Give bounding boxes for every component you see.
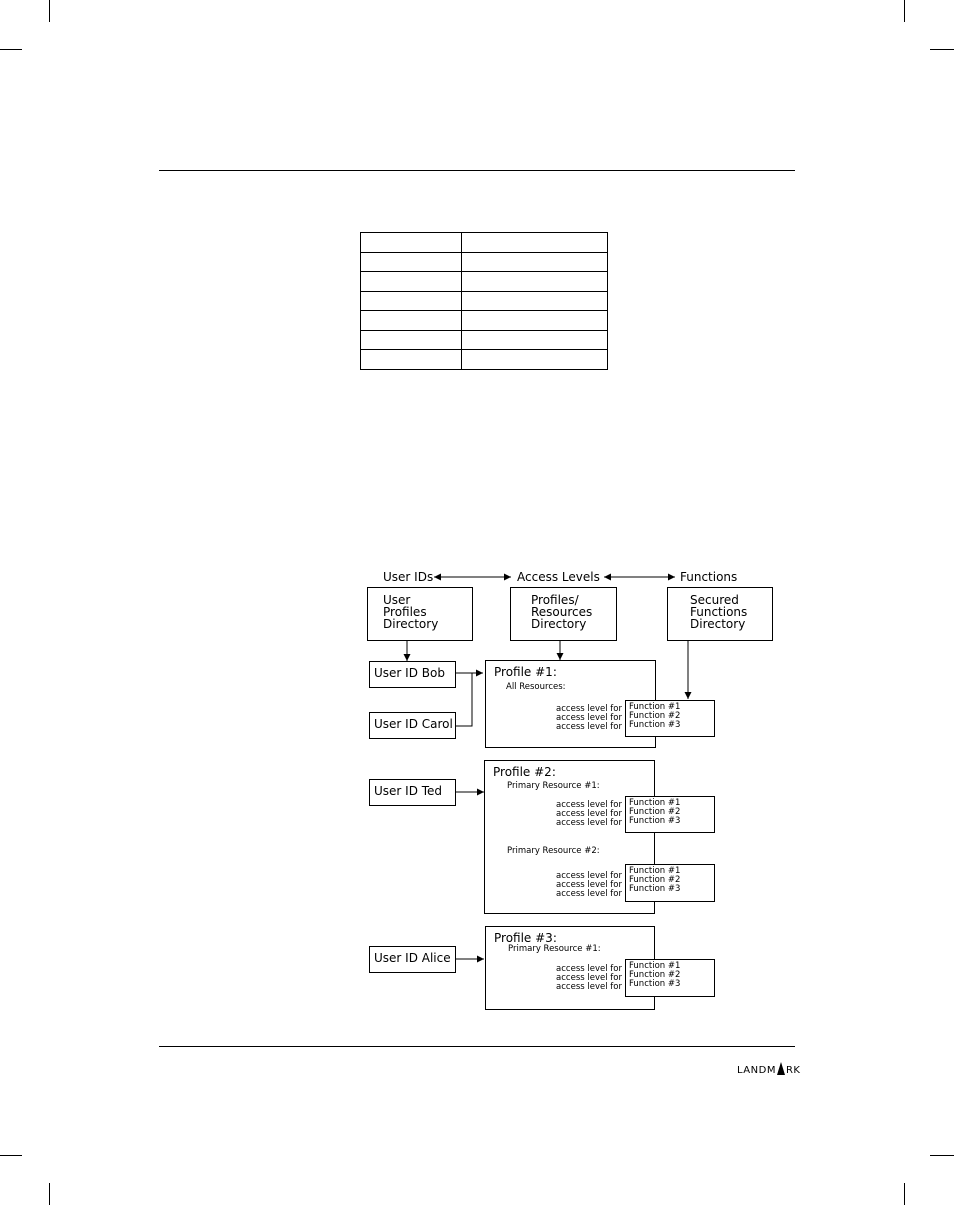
logo-text-right: RK: [785, 1065, 801, 1076]
dir-line: Resources: [531, 605, 593, 619]
header-rule: [159, 170, 795, 171]
table-row: [360, 329, 608, 350]
function-list-box: Function #1 Function #2 Function #3: [625, 864, 715, 902]
secured-functions-directory-box: Secured Functions Directory: [667, 587, 773, 641]
crop-mark: [0, 49, 22, 50]
user-profiles-directory-box: User Profiles Directory: [367, 587, 473, 641]
dir-line: Profiles: [383, 605, 427, 619]
empty-table: [360, 232, 608, 370]
dir-line: Directory: [531, 617, 587, 631]
dir-line: Functions: [690, 605, 748, 619]
label-functions: Functions: [680, 570, 738, 584]
profile-2-title: Profile #2:: [493, 765, 556, 779]
crop-mark: [930, 49, 954, 50]
user-id-ted-box: User ID Ted: [369, 779, 456, 806]
table-row: [360, 310, 608, 331]
access-level-labels: access level for access level for access…: [556, 871, 622, 899]
user-id-bob-box: User ID Bob: [369, 661, 456, 688]
table-row: [360, 349, 608, 370]
label-access-levels: Access Levels: [517, 570, 600, 584]
dir-line: Directory: [383, 617, 439, 631]
crop-mark: [49, 1183, 50, 1205]
table-row: [360, 232, 608, 253]
dir-line: Secured: [690, 593, 739, 607]
function-list-box: Function #1 Function #2 Function #3: [625, 700, 715, 737]
profile-1-resource-label: All Resources:: [506, 682, 566, 692]
profile-1-title: Profile #1:: [494, 665, 557, 679]
user-id-carol-box: User ID Carol: [369, 712, 456, 739]
dir-line: Directory: [690, 617, 746, 631]
logo-triangle-icon: [776, 1062, 785, 1075]
function-list-box: Function #1 Function #2 Function #3: [625, 796, 715, 833]
crop-mark: [49, 0, 50, 22]
profiles-resources-directory-box: Profiles/ Resources Directory: [510, 587, 617, 641]
access-level-labels: access level for access level for access…: [556, 964, 622, 992]
table-row: [360, 271, 608, 292]
dir-line: User: [383, 593, 411, 607]
footer-rule: [159, 1046, 795, 1047]
profile-2-resource-1-label: Primary Resource #1:: [507, 781, 600, 791]
profile-2-resource-2-label: Primary Resource #2:: [507, 846, 600, 856]
crop-mark: [0, 1155, 22, 1156]
label-user-ids: User IDs: [383, 570, 434, 584]
crop-mark: [904, 1183, 905, 1205]
logo-text-left: LANDM: [737, 1065, 776, 1076]
profile-3-title: Profile #3:: [494, 931, 557, 945]
line-carol-join: [456, 673, 473, 727]
landmark-logo: LANDM RK: [737, 1062, 800, 1076]
user-id-alice-box: User ID Alice: [369, 946, 456, 973]
function-list-box: Function #1 Function #2 Function #3: [625, 959, 715, 997]
table-row: [360, 290, 608, 311]
dir-line: Profiles/: [531, 593, 579, 607]
crop-mark: [904, 0, 905, 22]
access-level-labels: access level for access level for access…: [556, 800, 622, 828]
access-level-labels: access level for access level for access…: [556, 704, 622, 732]
crop-mark: [930, 1155, 954, 1156]
profile-3-resource-1-label: Primary Resource #1:: [508, 944, 601, 954]
